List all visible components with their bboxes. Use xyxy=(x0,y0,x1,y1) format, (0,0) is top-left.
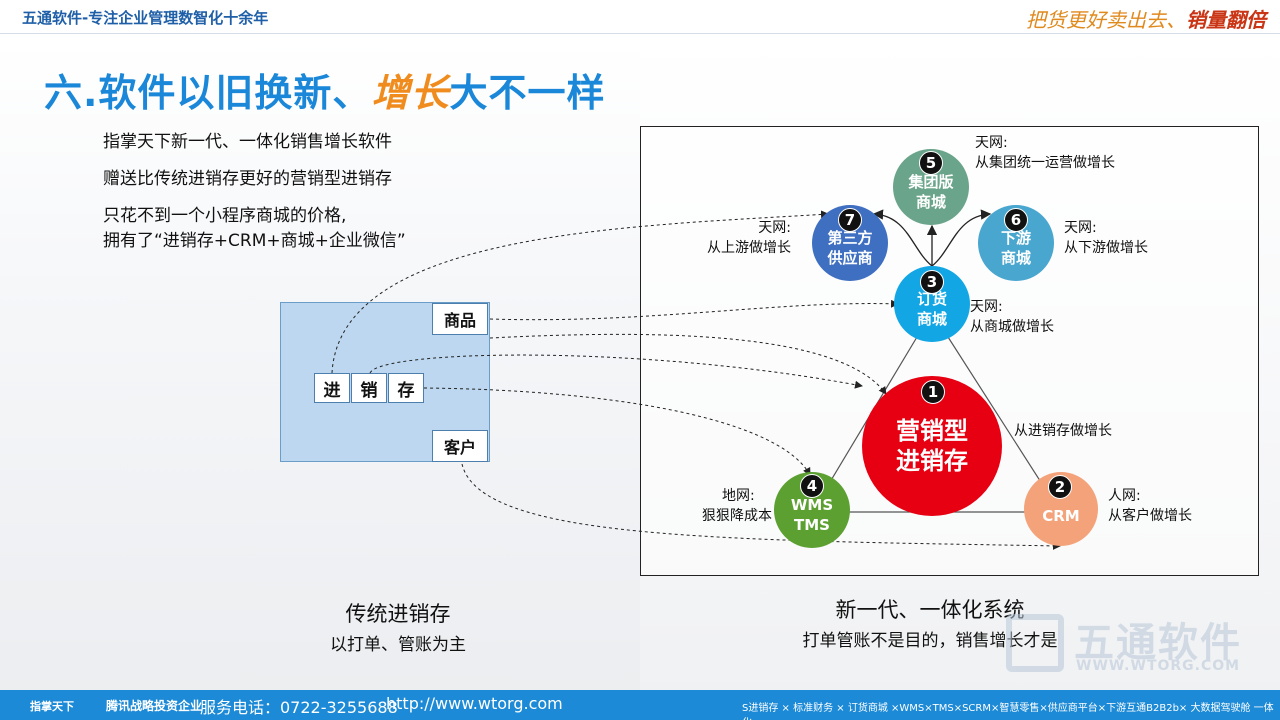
label6-title: 天网: xyxy=(1064,220,1097,236)
node3-line1: 订货 xyxy=(916,290,947,308)
legacy-cun-tag: 存 xyxy=(388,373,424,403)
node5-line2: 商城 xyxy=(915,193,946,211)
node6-line1: 下游 xyxy=(1000,229,1031,247)
node2-number: 2 xyxy=(1048,475,1072,499)
node3-number: 3 xyxy=(920,270,944,294)
footer-phone: 服务电话：0722-3255688 xyxy=(200,698,398,717)
watermark-url: WWW.WTORG.COM xyxy=(1076,658,1241,674)
node5-line1: 集团版 xyxy=(908,173,954,191)
node4-line2: TMS xyxy=(794,516,830,534)
legacy-goods-tag: 商品 xyxy=(432,303,488,335)
label-marketing-erp: 从进销存做增长 xyxy=(1014,423,1112,439)
legacy-jin-tag: 进 xyxy=(314,373,350,403)
label5-title: 天网: xyxy=(975,135,1008,151)
legacy-caption-main: 传统进销存 xyxy=(345,602,451,626)
slogan-highlight: 销量翻倍 xyxy=(1186,8,1266,32)
label-crm: 人网: 从客户做增长 xyxy=(1108,486,1192,526)
legacy-xiao-tag: 销 xyxy=(351,373,387,403)
label-wms: 地网: 狠狠降成本 xyxy=(690,486,772,526)
brand-watermark: 五通软件 WWW.WTORG.COM xyxy=(1000,608,1264,678)
label4-text: 狠狠降成本 xyxy=(702,508,772,524)
node4-line1: WMS xyxy=(790,496,834,514)
title-part2: 大不一样 xyxy=(449,71,606,115)
intro-line-1: 指掌天下新一代、一体化销售增长软件 xyxy=(103,132,392,152)
watermark-logo-icon xyxy=(1006,614,1064,672)
node7-number: 7 xyxy=(838,208,862,232)
label-third-party: 天网: 从上游做增长 xyxy=(707,218,791,258)
footer-invest: 腾讯战略投资企业 xyxy=(106,699,203,713)
node7-line1: 第三方 xyxy=(827,229,873,247)
slogan-part: 把货更好卖出去、 xyxy=(1026,8,1186,32)
node1-line2: 进销存 xyxy=(896,447,968,475)
label-order-mall: 天网: 从商城做增长 xyxy=(970,297,1054,337)
node-third-party-supplier: 第三方 供应商 xyxy=(812,205,888,281)
intro-text: 指掌天下新一代、一体化销售增长软件 赠送比传统进销存更好的营销型进销存 只花不到… xyxy=(103,130,406,254)
label5-text: 从集团统一运营做增长 xyxy=(975,155,1115,171)
footer-brand: 指掌天下 xyxy=(30,700,74,713)
watermark-name: 五通软件 xyxy=(1074,620,1242,666)
node6-line2: 商城 xyxy=(1000,249,1031,267)
footer-products: S进销存 × 标准财务 × 订货商城 ×WMS×TMS×SCRM×智慧零售×供应… xyxy=(742,703,1274,720)
header-slogan: 把货更好卖出去、销量翻倍 xyxy=(1026,4,1266,33)
label2-text: 从客户做增长 xyxy=(1108,508,1192,524)
node1-number: 1 xyxy=(921,380,945,404)
legacy-caption: 传统进销存 以打单、管账为主 xyxy=(288,598,508,655)
intro-line-3b: 拥有了“进销存+CRM+商城+企业微信” xyxy=(103,231,406,251)
node2-line1: CRM xyxy=(1042,507,1080,525)
node1-line1: 营销型 xyxy=(896,417,968,445)
footer-website-link[interactable]: http://www.wtorg.com xyxy=(386,694,563,713)
top-bar: 五通软件-专注企业管理数智化十余年 把货更好卖出去、销量翻倍 xyxy=(0,0,1280,34)
legacy-customer-tag: 客户 xyxy=(432,430,488,462)
label-group-mall: 天网: 从集团统一运营做增长 xyxy=(975,133,1115,173)
label2-title: 人网: xyxy=(1108,488,1141,504)
new-caption-sub: 打单管账不是目的，销售增长才是 xyxy=(802,631,1058,651)
node-marketing-erp: 营销型 进销存 xyxy=(862,376,1002,516)
label-downstream: 天网: 从下游做增长 xyxy=(1064,218,1148,258)
label6-text: 从下游做增长 xyxy=(1064,240,1148,256)
new-system-caption: 新一代、一体化系统 打单管账不是目的，销售增长才是 xyxy=(740,594,1120,651)
page-title: 六.软件以旧换新、增长大不一样 xyxy=(44,62,605,117)
label4-title: 地网: xyxy=(722,488,755,504)
node4-number: 4 xyxy=(800,474,824,498)
label3-text: 从商城做增长 xyxy=(970,319,1054,335)
footer-bar: 指掌天下 腾讯战略投资企业 服务电话：0722-3255688 http://w… xyxy=(0,690,1280,720)
intro-line-2: 赠送比传统进销存更好的营销型进销存 xyxy=(103,169,392,189)
header-brand: 五通软件-专注企业管理数智化十余年 xyxy=(22,9,269,27)
node3-line2: 商城 xyxy=(916,310,947,328)
label7-title: 天网: xyxy=(758,220,791,236)
title-accent: 增长 xyxy=(371,71,450,115)
node6-number: 6 xyxy=(1004,208,1028,232)
new-caption-main: 新一代、一体化系统 xyxy=(835,598,1025,622)
intro-line-3a: 只花不到一个小程序商城的价格, xyxy=(103,206,347,226)
legacy-caption-sub: 以打单、管账为主 xyxy=(330,635,466,655)
node7-line2: 供应商 xyxy=(827,249,873,267)
title-part1: 六.软件以旧换新、 xyxy=(44,71,372,115)
label3-title: 天网: xyxy=(970,299,1003,315)
label7-text: 从上游做增长 xyxy=(707,240,791,256)
node5-number: 5 xyxy=(919,151,943,175)
node-group-mall: 集团版 商城 xyxy=(893,149,969,225)
